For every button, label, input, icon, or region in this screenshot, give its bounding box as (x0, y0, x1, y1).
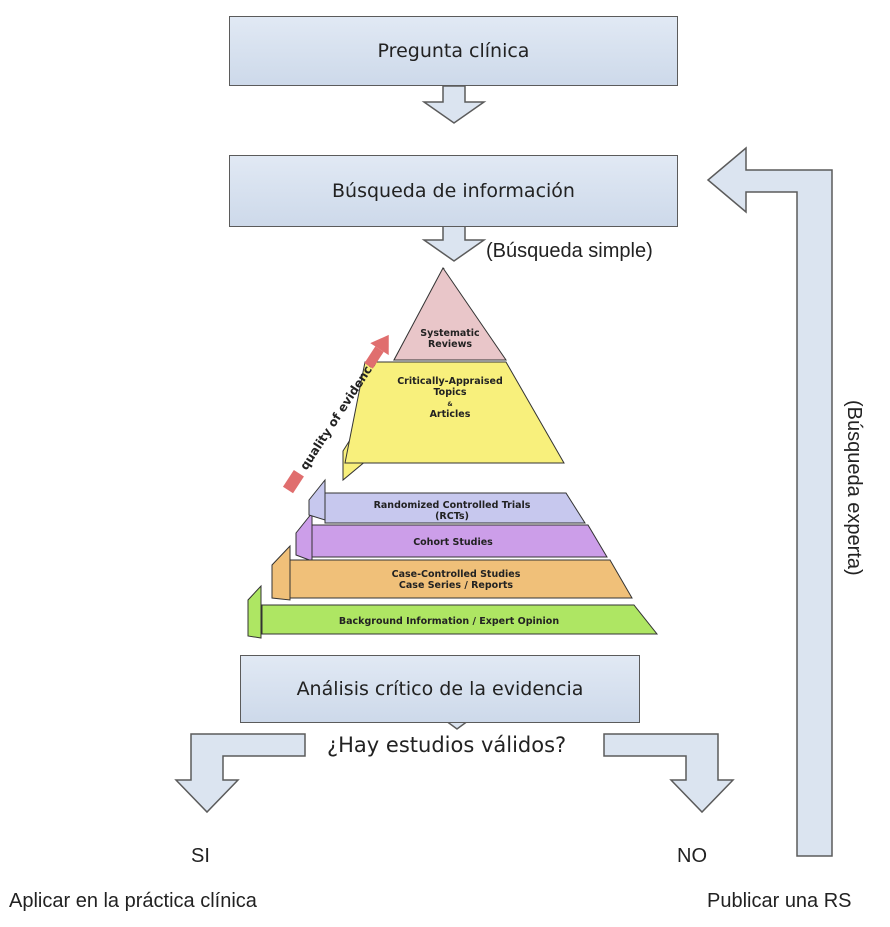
feedback-arrow (706, 146, 833, 857)
tier-sr (393, 267, 507, 361)
left-elbow-arrow (174, 733, 306, 814)
right-elbow-arrow (603, 733, 735, 814)
no-label: NO (677, 845, 707, 867)
tier-label-4-line-1: Case Series / Reports (399, 580, 514, 591)
simple-search-label: (Búsqueda simple) (486, 240, 653, 262)
no-action: Publicar una RS (707, 890, 852, 912)
tier-case (289, 559, 633, 599)
tier-label-0-line-1: Reviews (428, 339, 472, 350)
tier-labels: SystematicReviewsCritically-AppraisedTop… (339, 328, 559, 627)
question-box-label: Pregunta clínica (377, 40, 530, 62)
yes-label: SI (191, 845, 210, 867)
search-box: Búsqueda de información (229, 155, 678, 227)
tier-label-3-line-0: Cohort Studies (413, 537, 493, 548)
down-arrow-1 (421, 85, 487, 124)
tier-label-4-line-0: Case-Controlled Studies (392, 569, 521, 580)
tier-rct-side (308, 478, 326, 521)
tier-label-5-line-0: Background Information / Expert Opinion (339, 616, 559, 627)
analysis-box: Análisis crítico de la evidencia (240, 655, 640, 723)
expert-search-label: (Búsqueda experta) (843, 400, 865, 576)
tier-label-1-line-2: & (447, 401, 452, 408)
tier-cohort-side (295, 511, 313, 562)
tier-background-side (247, 584, 262, 639)
tier-rct (324, 492, 586, 524)
down-arrow-2 (421, 225, 487, 262)
analysis-box-label: Análisis crítico de la evidencia (296, 678, 584, 700)
tier-case-side (271, 544, 291, 601)
decision-question: ¿Hay estudios válidos? (327, 733, 567, 757)
search-box-label: Búsqueda de información (332, 180, 575, 202)
tier-label-1-line-0: Critically-Appraised (397, 376, 503, 387)
tier-label-2-line-1: (RCTs) (435, 511, 469, 522)
yes-action: Aplicar en la práctica clínica (9, 890, 257, 912)
question-box: Pregunta clínica (229, 16, 678, 86)
tier-label-1-line-1: Topics (433, 387, 466, 398)
tier-label-2-line-0: Randomized Controlled Trials (374, 500, 531, 511)
tier-background (261, 604, 659, 635)
tier-cohort (311, 524, 608, 558)
tier-cat (344, 361, 565, 464)
tier-label-1-line-3: Articles (430, 409, 471, 420)
tier-label-0-line-0: Systematic (420, 328, 479, 339)
